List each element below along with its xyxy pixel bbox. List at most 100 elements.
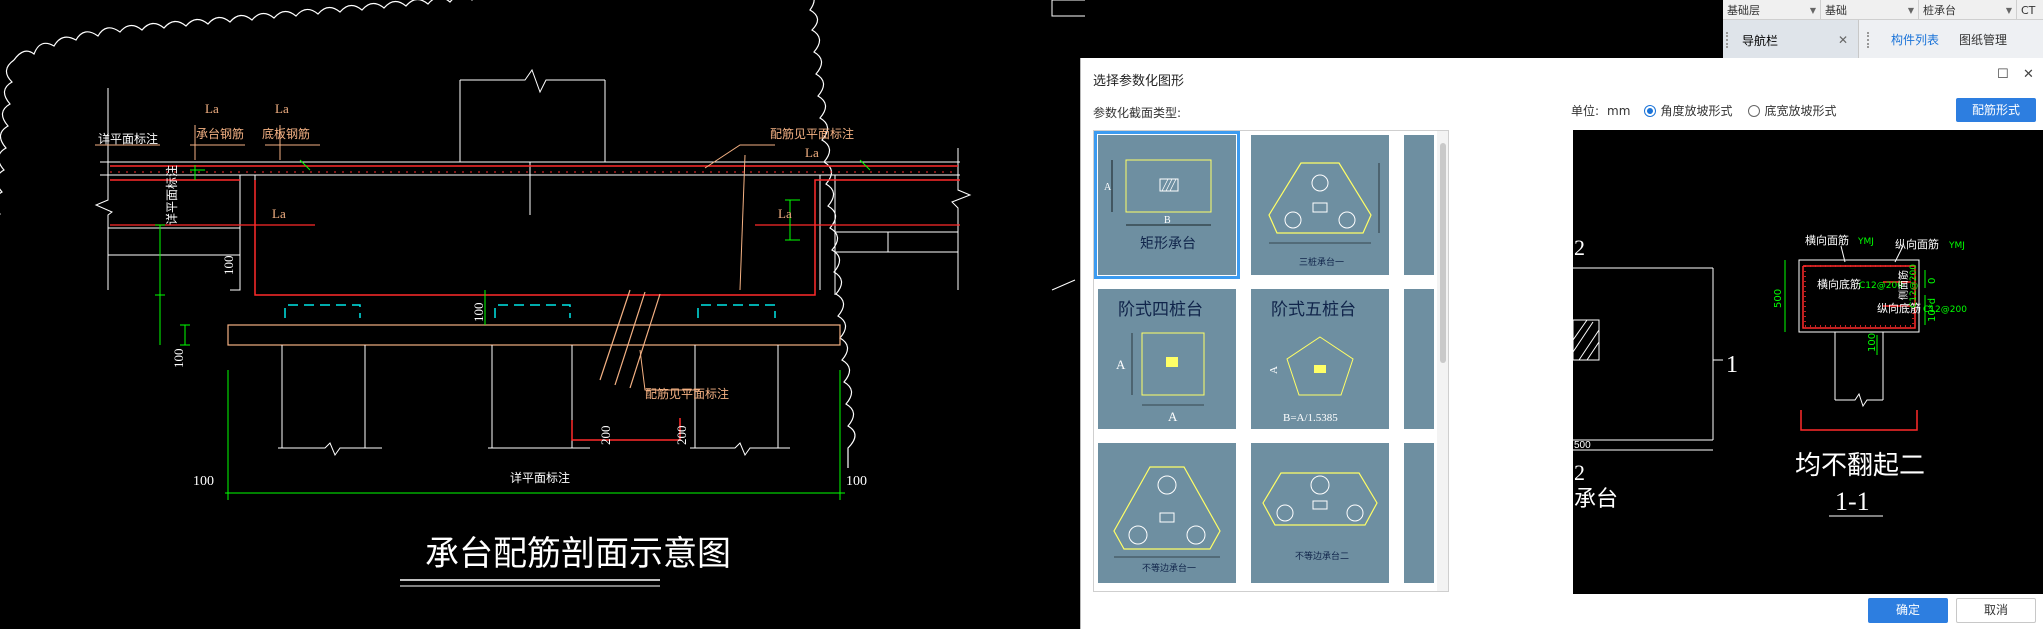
side-label: 侧面筋 [1897,270,1910,300]
chevron-down-icon: ▼ [1907,5,1914,15]
category-dropdown[interactable]: 基础 ▼ [1821,0,1919,20]
cad-drawing-canvas[interactable]: La La La La La 详平面标注 承台钢筋 底板钢筋 配筋见平面标注 配… [0,0,1551,629]
preview-caption: 均不翻起二 [1795,451,1925,481]
la-label-4: La [272,206,286,221]
bottom-rebar-label: 底板钢筋 [262,126,310,141]
component-value: 桩承台 [1923,4,1956,17]
close-icon[interactable]: ✕ [1837,33,1848,47]
dim-a: A [1104,182,1112,193]
category-value: 基础 [1825,4,1847,17]
property-bar: 基础层 ▼ 基础 ▼ 桩承台 ▼ CT [1723,0,2043,20]
dim-0: 0 [1927,278,1938,284]
radio-angle-label: 角度放坡形式 [1660,104,1733,118]
chevron-down-icon: ▼ [2005,5,2012,15]
tile-uneq-cap-1[interactable]: 不等边承台一 [1098,443,1236,583]
dim-100-c: 100 [471,303,486,323]
tile-three-pile-1[interactable]: 三桩承台一 [1251,135,1389,275]
v-bot-code: C12@200 [1923,305,1967,315]
v-top-label: 纵向面筋 [1895,237,1939,251]
tile-step-five-pile[interactable]: 阶式五桩台 A B=A/1.5385 [1251,289,1389,429]
radio-width-label: 底宽放坡形式 [1764,104,1837,118]
detail-elevation-label: 详平面标注 [98,131,158,146]
floor-dropdown[interactable]: 基础层 ▼ [1723,0,1821,20]
revision-cloud [0,0,856,468]
grip-icon[interactable] [1867,32,1873,48]
cap-rebar-label: 承台钢筋 [196,126,244,141]
cancel-button[interactable]: 取消 [1956,598,2036,623]
tile-label: 阶式四桩台 [1118,300,1203,320]
h-bot-label: 横向底筋 [1817,277,1861,291]
nav-panel-label: 导航栏 [1742,33,1779,48]
ok-button[interactable]: 确定 [1868,598,1948,623]
h-top-label: 横向面筋 [1805,233,1849,247]
left-num2: 2 [1574,460,1585,485]
dim-10d: 10*d [1927,298,1938,322]
code-dropdown[interactable]: CT [2017,0,2043,20]
rebar-plan-note-1: 配筋见平面标注 [770,126,854,141]
rebar-form-button[interactable]: 配筋形式 [1956,98,2036,122]
h-bot-code: C12@200 [1859,281,1903,291]
v-bot-label: 纵向底筋 [1877,301,1921,315]
param-shape-dialog: 选择参数化图形 ☐ ✕ 参数化截面类型: 单位: mm 角度放坡形式 底宽放坡形… [1080,58,2043,629]
dim-200-b: 200 [674,426,689,446]
tile-label: 不等边承台一 [1142,562,1196,574]
drawing-title: 承台配筋剖面示意图 [425,534,731,574]
h-top-code: YMJ [1857,237,1874,247]
preview-panel: 2 1 500 2 承台 横 [1572,130,2043,594]
rebar-plan-note-2: 配筋见平面标注 [645,386,729,401]
tile-label: 阶式五桩台 [1271,300,1356,320]
tile-partial [1404,289,1434,429]
tile-label: 三桩承台一 [1299,256,1344,268]
dim-b-formula: B=A/1.5385 [1283,412,1338,424]
dialog-title: 选择参数化图形 [1093,74,1185,89]
chevron-down-icon: ▼ [1809,5,1816,15]
tile-label: 矩形承台 [1140,236,1196,252]
right-num: 1 [1726,352,1738,378]
shape-grid-tiles: A B 矩形承台 三桩承台一 [1093,130,1449,592]
close-icon[interactable]: ✕ [2023,67,2034,82]
nav-tabs: 构件列表 图纸管理 [1859,20,2017,60]
left-text: 承台 [1574,487,1618,512]
dim-100-b: 100 [171,349,186,369]
tile-step-four-pile[interactable]: 阶式四桩台 A A [1098,289,1236,429]
la-label-1: La [205,101,219,116]
dim-500: 500 [1773,289,1784,308]
radio-dot[interactable] [1644,104,1657,117]
la-label-5: La [778,206,792,221]
scroll-thumb[interactable] [1440,143,1446,363]
maximize-icon[interactable]: ☐ [1997,67,2009,82]
code-value: CT [2021,3,2036,17]
dim-a-bottom: A [1168,409,1178,424]
unit-label: 单位: [1571,104,1600,118]
section-label: 1-1 [1835,487,1870,516]
tile-rect-cap[interactable]: A B 矩形承台 [1094,131,1240,279]
grip-icon[interactable] [1726,32,1732,48]
tab-drawing-management[interactable]: 图纸管理 [1959,33,2008,47]
tile-uneq-cap-2[interactable]: 不等边承台二 [1251,443,1389,583]
left-dim: 500 [1574,440,1591,451]
radio-width-slope[interactable]: 底宽放坡形式 [1748,102,1836,119]
side-code: C12@200 [1909,264,1919,308]
dim-200-a: 200 [598,426,613,446]
component-dropdown[interactable]: 桩承台 ▼ [1919,0,2017,20]
nav-panel[interactable]: 导航栏 ✕ [1723,20,1859,60]
floor-value: 基础层 [1727,4,1760,17]
dim-100: 100 [1867,333,1878,352]
la-label-3: La [805,145,819,160]
grid-scrollbar[interactable] [1437,131,1448,591]
tile-label: 不等边承台二 [1295,550,1349,562]
dim-a: A [1268,366,1280,374]
la-label-2: La [275,101,289,116]
nav-row: 导航栏 ✕ 构件列表 图纸管理 [1723,20,2043,60]
dim-b: B [1164,215,1171,226]
dim-100-e: 100 [846,474,867,489]
tile-partial [1404,135,1434,275]
radio-dot[interactable] [1748,104,1761,117]
detail-elevation-vertical: 详平面标注 [164,165,179,225]
tab-component-list[interactable]: 构件列表 [1891,33,1940,47]
dim-a: A [1116,357,1126,372]
dim-100-d: 100 [193,474,214,489]
radio-angle-slope[interactable]: 角度放坡形式 [1644,102,1732,119]
unit-row: 单位: mm 角度放坡形式 底宽放坡形式 [1571,102,1836,119]
